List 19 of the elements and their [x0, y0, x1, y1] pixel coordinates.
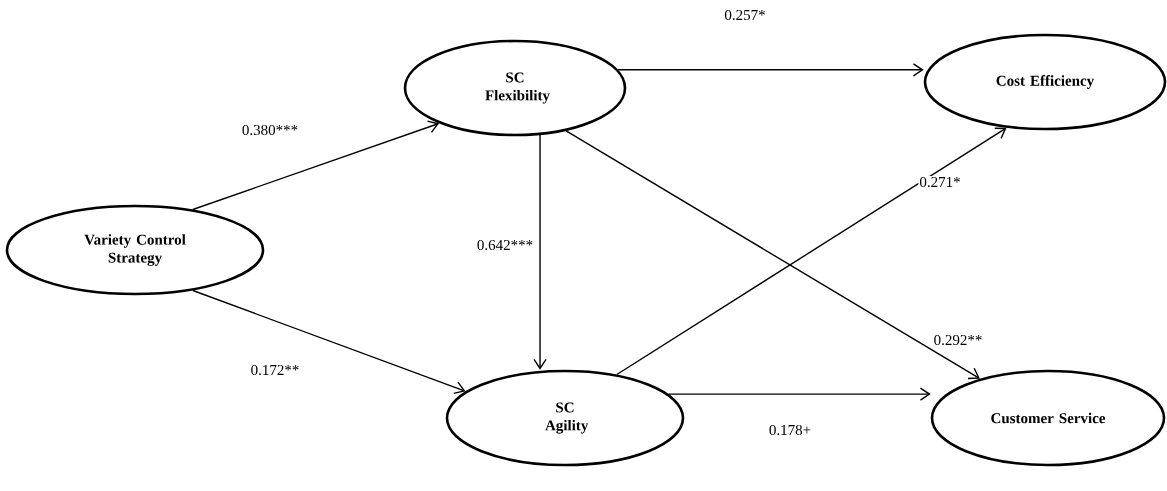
ellipse-node: Customer Service [930, 369, 1166, 467]
arrow [565, 130, 980, 380]
edge-label: 0.292** [932, 333, 984, 347]
ellipse-node: SC Agility [445, 369, 685, 467]
edge-label: 0.257* [723, 8, 767, 22]
arrow [533, 134, 547, 370]
edge-label: 0.178+ [767, 423, 813, 437]
arrow [667, 387, 931, 401]
arrow [616, 127, 1007, 376]
ellipse-node: SC Flexibility [403, 39, 627, 137]
ellipse-node: Variety Control Strategy [5, 204, 265, 296]
edge-label: 0.380*** [240, 123, 300, 137]
edge-label: 0.172** [249, 363, 301, 377]
arrow [192, 289, 466, 395]
edge-label: 0.271* [918, 175, 962, 189]
arrow [192, 120, 440, 211]
ellipse-node: Cost Efficiency [923, 33, 1167, 131]
arrow [617, 63, 924, 77]
edge-label: 0.642*** [475, 238, 535, 252]
